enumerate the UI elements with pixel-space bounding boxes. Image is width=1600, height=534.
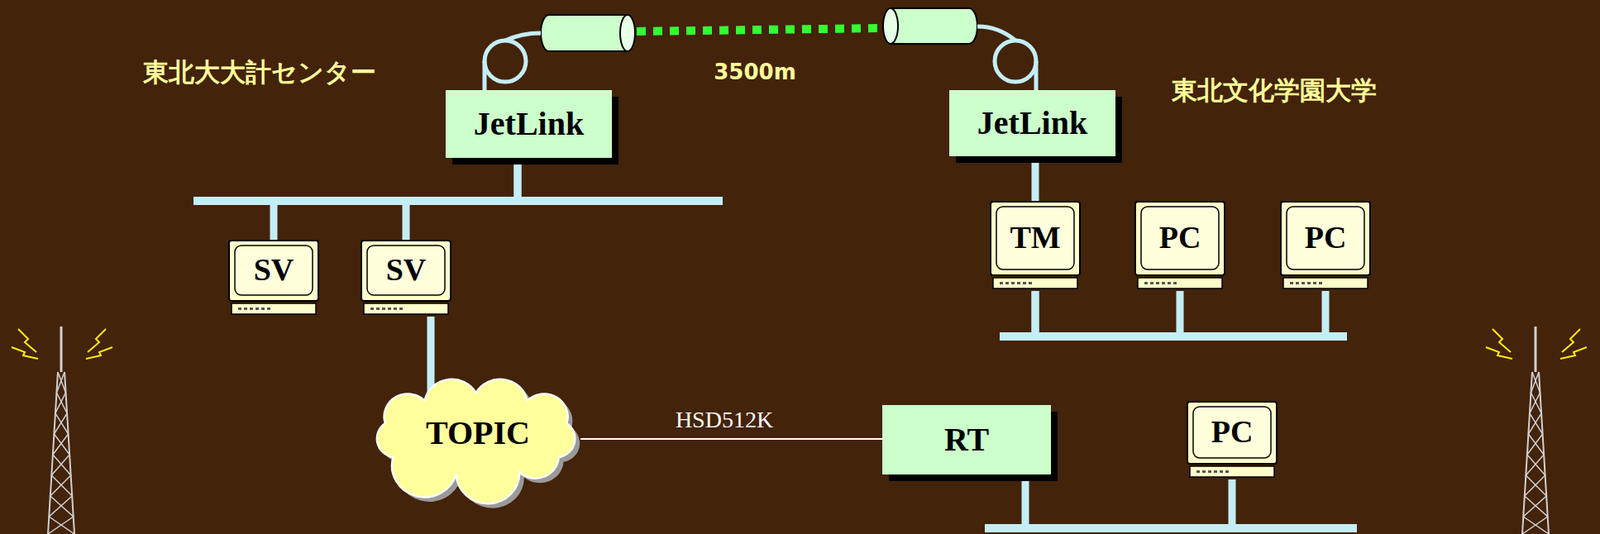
node-text-group: PC — [1211, 415, 1254, 450]
link-segment — [977, 26, 1016, 41]
network-link — [1035, 291, 1326, 337]
network-link — [1025, 474, 1233, 529]
node-label: JetLink — [473, 105, 584, 143]
jetlink-box: JetLink — [445, 90, 612, 158]
server-monitor: SV — [360, 239, 452, 317]
node-label: PC — [1159, 220, 1202, 256]
network-link — [1035, 156, 1037, 201]
node-label: TM — [1009, 220, 1061, 256]
fiber-connector — [883, 8, 978, 44]
node-label: PC — [1304, 220, 1347, 256]
node-label: SV — [253, 253, 295, 288]
node-label: RT — [944, 421, 989, 459]
radio-tower — [1485, 326, 1587, 534]
network-cloud: TOPIC — [365, 377, 591, 488]
network-link — [1035, 291, 1180, 337]
link-segment — [273, 157, 518, 240]
terminal-monitor: TM — [989, 200, 1081, 292]
site-label: 東北大大計センター — [143, 57, 377, 86]
node-label: JetLink — [977, 105, 1088, 142]
link-segment — [484, 40, 526, 82]
node-label: SV — [386, 253, 427, 288]
link-segment — [405, 157, 518, 240]
network-link — [405, 157, 518, 240]
node-text-group: JetLink — [977, 105, 1088, 142]
link-segment — [1035, 291, 1180, 337]
node-text-group: TOPIC — [425, 415, 531, 452]
link-label: HSD512K — [675, 407, 774, 432]
node-text-group: PC — [1159, 220, 1202, 256]
link-segment — [505, 33, 541, 41]
server-monitor: SV — [228, 239, 320, 317]
network-link — [484, 26, 1037, 91]
link-label: 3500m — [713, 61, 796, 84]
link-segment — [1035, 291, 1326, 337]
link-segment — [1031, 156, 1040, 201]
pc-monitor: PC — [1134, 200, 1226, 292]
site-label: 東北文化学園大学 — [1171, 76, 1377, 105]
node-text-group: SV — [253, 253, 295, 288]
pc-monitor: PC — [1186, 401, 1278, 480]
node-text-group: JetLink — [473, 105, 584, 143]
radio-tower — [11, 326, 113, 534]
jetlink-box: JetLink — [949, 90, 1116, 157]
router-box: RT — [882, 405, 1051, 475]
network-link — [580, 439, 883, 440]
node-text-group: TM — [1009, 220, 1061, 256]
node-label: TOPIC — [425, 415, 531, 452]
network-link — [273, 157, 518, 240]
link-segment — [636, 28, 882, 32]
link-segment — [580, 438, 883, 440]
node-label: PC — [1211, 415, 1254, 450]
fiber-connector — [540, 14, 636, 52]
link-segment — [1025, 474, 1233, 529]
node-text-group: SV — [386, 253, 427, 288]
link-segment — [1034, 61, 1039, 91]
pc-monitor: PC — [1280, 200, 1371, 292]
node-text-group: PC — [1304, 220, 1347, 256]
node-text-group: RT — [944, 421, 989, 459]
link-segment — [994, 40, 1037, 82]
